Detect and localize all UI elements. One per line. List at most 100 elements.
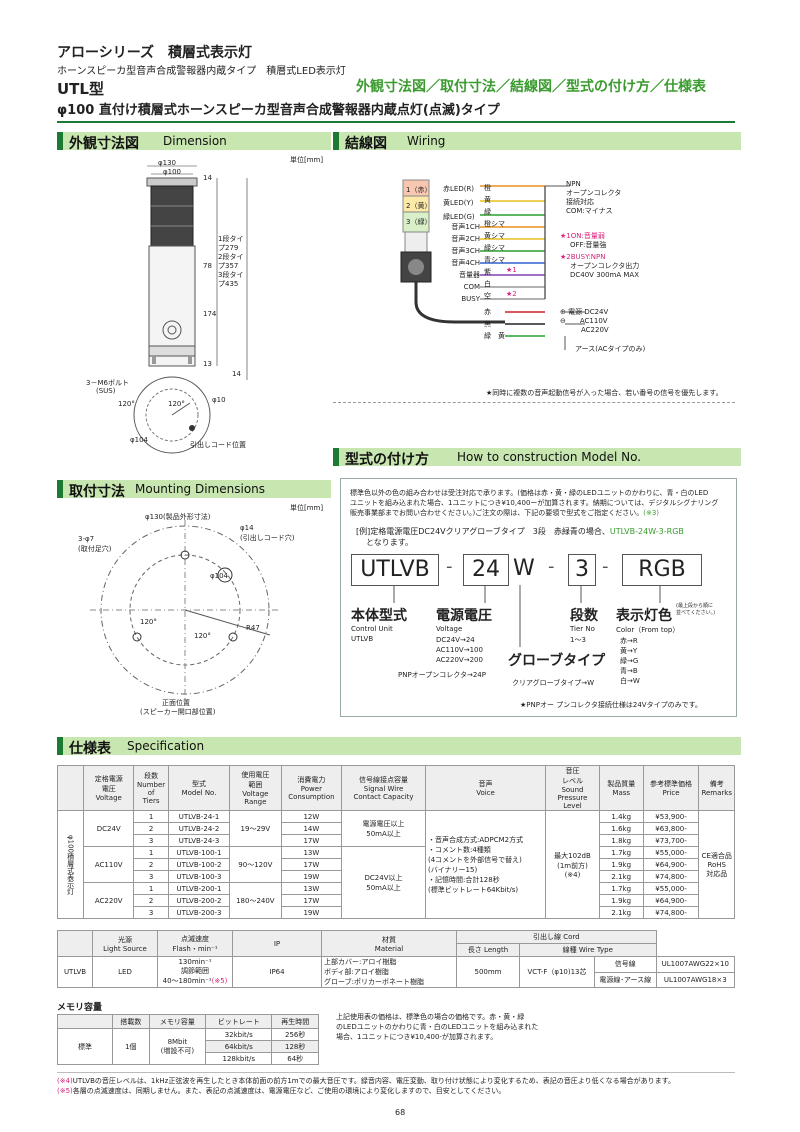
voltage-title: 電源電圧	[436, 608, 492, 624]
wiring-footnote: ★同時に複数の音声起動信号が入った場合、若い番号の信号を優先します。	[486, 389, 723, 397]
spec-header-line: レベル	[561, 777, 583, 785]
body-val: UTLVB	[351, 635, 374, 643]
npn-1: オープンコレクタ	[566, 189, 622, 197]
com: COM	[463, 283, 480, 291]
spec-mass: 1.7kg	[598, 882, 644, 895]
mem-note-0: 上記使用表の価格は、標準色の場合の価格です。赤・黄・緑	[336, 1013, 525, 1021]
spec-header-line: 音声	[478, 780, 493, 788]
spec-power: 19W	[280, 906, 343, 919]
spec-voice: ・音声合成方式:ADPCM2方式・コメント数:4種類(4コメントを外部信号で替え…	[424, 810, 547, 919]
code-body: UTLVB	[351, 554, 439, 586]
voltage-en: Voltage	[436, 625, 463, 633]
spec-tier: 1	[133, 882, 170, 895]
mount-a120: 120°	[140, 618, 157, 626]
section-title-en: Mounting Dimensions	[135, 482, 266, 496]
spec-header-line: Model No.	[181, 789, 217, 797]
spec-tier: 2	[133, 894, 170, 907]
wiring-tier-labels: 1（赤） 2（黄） 3（緑）	[406, 182, 431, 230]
spec-cell-line: 電源電圧以上	[362, 819, 405, 828]
dim-a120: 120°	[118, 400, 135, 408]
section-title: 仕様表	[69, 741, 111, 757]
th-wiretype: 線種 Wire Type	[519, 943, 657, 957]
spec-header-line: Signal Wire	[363, 785, 404, 793]
tier-en: Tier No	[570, 625, 595, 633]
bolt-label: 3－M6ボルト	[86, 379, 129, 387]
spec2-wire1-name: 電源線･アース線	[594, 971, 657, 988]
type-label: UTL型	[57, 80, 104, 98]
pnp-note: ★PNPオー プンコレクタ接続仕様は24Vタイプのみです。	[520, 701, 702, 709]
mem-rate-0: 32kbit/s	[205, 1028, 273, 1041]
wiring-led-labels: 赤LED(R) 黄LED(Y) 緑LED(G)	[443, 182, 475, 224]
intro-1: ユニットを組み込まれた場合、1ユニットにつき¥10,400ーが加算されます。納期…	[350, 499, 719, 507]
mount-d130: φ130(製品外形寸法)	[145, 513, 211, 521]
spec-power: 13W	[280, 882, 343, 895]
mem-h2: ビットレート	[205, 1014, 273, 1029]
fn5-text: 各層の点滅速度は、同期しません。また、表記の点滅速度は、電源電圧など、ご使用の環…	[72, 1087, 506, 1095]
mount-hole: 3-φ7	[78, 535, 95, 543]
flash-1: 調節範囲	[181, 967, 209, 975]
tier-3: 3（緑）	[406, 218, 432, 226]
spec2-material: 上部カバー:アロイ樹脂ボディ部:アロイ樹脂グローブ:ポリカーボネート樹脂	[321, 956, 457, 988]
pwire-1: 黒	[484, 320, 491, 328]
color-note: (最上段から順に 並べてください。)	[676, 603, 715, 617]
wire-3: 橙シマ	[484, 220, 505, 228]
earth-label: アース(ACタイプのみ)	[575, 345, 646, 353]
section-title: 結線図	[345, 136, 387, 152]
pwire-2: 緑 黄	[484, 332, 505, 340]
mem-note-1: のLEDユニットのかわりに青・白のLEDユニットを組み込まれた	[336, 1023, 539, 1031]
spec-voltage: AC220V	[83, 882, 135, 919]
dim-h14b: 14	[232, 370, 241, 378]
tier-1: 1（赤）	[406, 186, 432, 194]
tier-title: 段数	[570, 608, 598, 624]
th-light-en: Light Source	[103, 944, 147, 953]
spec-power: 19W	[280, 870, 343, 883]
spec-model: UTLVB-200-3	[168, 906, 230, 919]
dim-h13: 13	[203, 360, 212, 368]
pwire-0: 赤	[484, 308, 491, 316]
code-color: RGB	[622, 554, 702, 586]
mem-rate-1: 64kbit/s	[205, 1040, 273, 1053]
section-title-en: Specification	[127, 739, 205, 753]
spec-header-line: 電圧	[101, 785, 116, 793]
mem-time-2: 64秒	[271, 1052, 319, 1065]
memory-note: 上記使用表の価格は、標準色の場合の価格です。赤・黄・緑 のLEDユニットのかわり…	[336, 1012, 538, 1042]
spec-range: 180～240V	[229, 882, 282, 919]
intro-ref: (※3)	[643, 509, 660, 517]
spec-header-line: Voltage	[95, 794, 122, 802]
spec-price: ¥53,900-	[642, 810, 700, 823]
spec2-light: LED	[92, 956, 158, 988]
page-number: 68	[395, 1108, 406, 1117]
nav-links[interactable]: 外観寸法図／取付寸法／結線図／型式の付け方／仕様表	[356, 79, 706, 95]
spec-cell-line: (標準ビットレート64Kbit/s)	[427, 885, 519, 894]
pnp-val: PNPオープンコレクタ→24P	[398, 671, 486, 679]
color-title: 表示灯色	[616, 608, 672, 624]
power-1: ⊖ AC110V	[560, 317, 608, 325]
wiring-diagram	[400, 179, 585, 350]
mem-h1: メモリ容量	[148, 1014, 207, 1029]
code-dash-2: -	[548, 556, 555, 577]
wiring-divider	[333, 402, 735, 403]
spec-price: ¥73,700-	[642, 834, 700, 847]
spec-cell-line: (※4)	[564, 870, 581, 879]
spec-power: 13W	[280, 846, 343, 859]
model-example: [例]定格電源電圧DC24Vクリアグローブタイプ 3段 赤緑青の場合、UTLVB…	[356, 526, 684, 548]
spec-model: UTLVB-100-2	[168, 858, 230, 871]
th-mat-jp: 材質	[382, 935, 396, 944]
power-label: ⊕ 電源 DC24V ⊖ AC110V AC220V	[560, 308, 609, 335]
note1: ★1ON:音量弱 OFF:音量強	[560, 232, 606, 250]
spec-header-line: 製品質量	[607, 780, 636, 788]
spec-range: 90～120V	[229, 846, 282, 883]
star2-marker: ★2	[506, 290, 517, 298]
dim-d10: φ10	[212, 396, 226, 404]
color-note-0: (最上段から順に	[676, 603, 713, 609]
color-note-1: 並べてください。)	[676, 610, 716, 616]
body-en: Control Unit	[351, 625, 393, 633]
